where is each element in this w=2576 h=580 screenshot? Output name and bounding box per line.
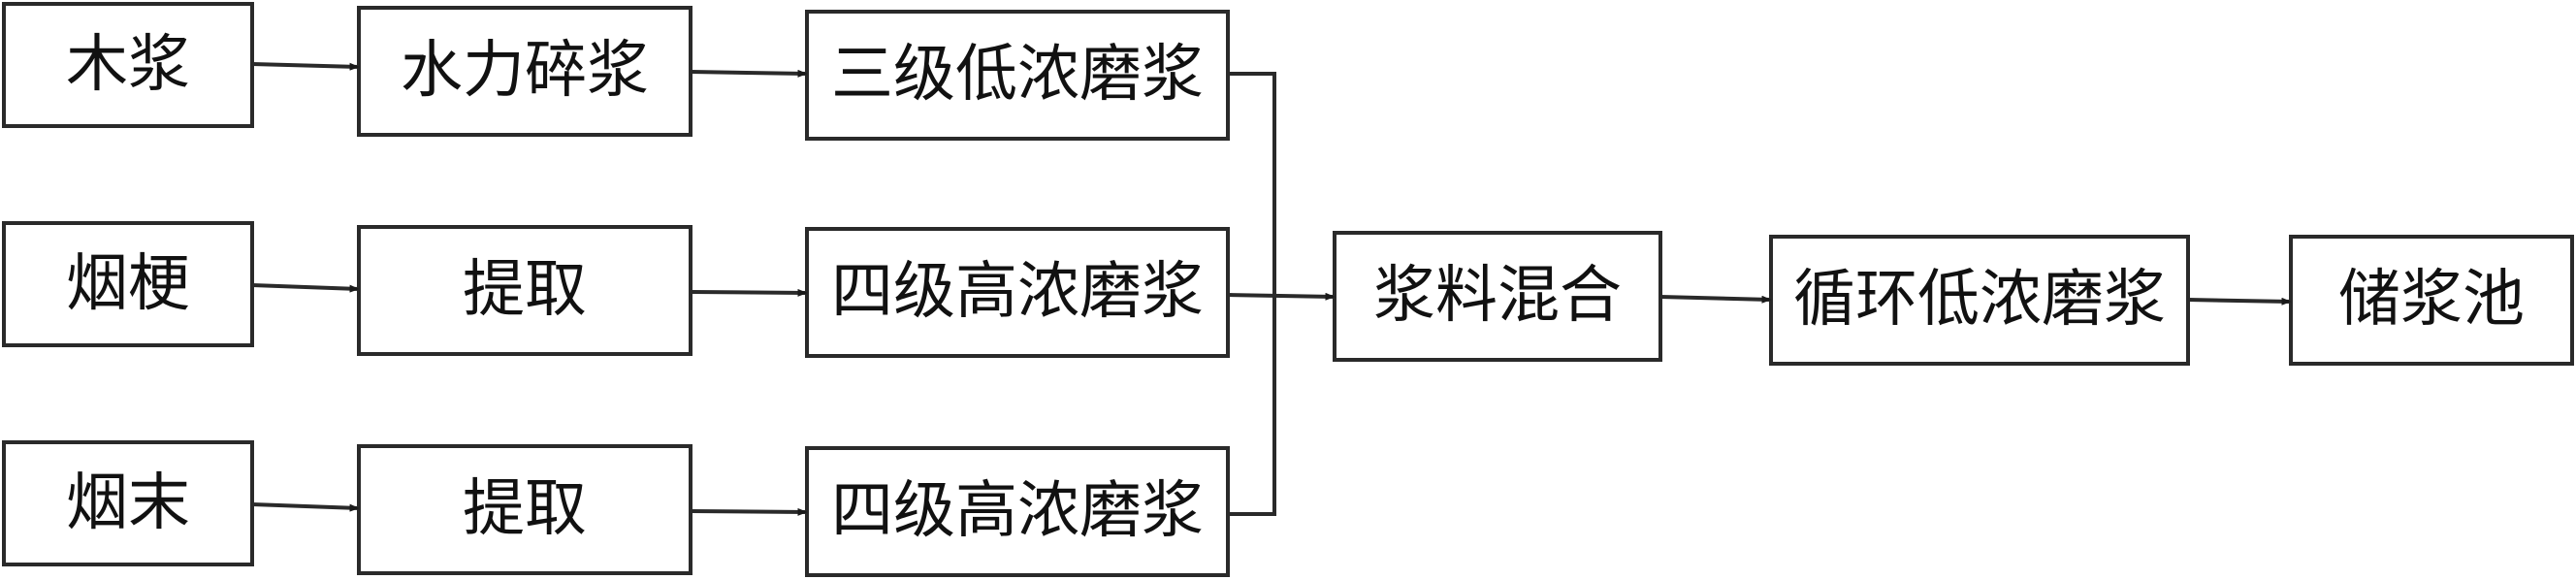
arrow-tobacco-stem-to-extraction — [251, 283, 360, 293]
svg-text:烟末: 烟末 — [66, 467, 190, 539]
svg-text:水力碎浆: 水力碎浆 — [401, 35, 649, 107]
merge-connector-top — [1228, 72, 1276, 297]
node-tobacco-stem: 烟梗 — [2, 221, 254, 347]
svg-text:循环低浓磨浆: 循环低浓磨浆 — [1793, 264, 2166, 336]
arrow-merge-to-pulp-mixing — [1227, 292, 1336, 301]
arrow-extraction-to-four-stage-2 — [690, 507, 808, 516]
arrow-circulating-to-storage — [2187, 297, 2292, 306]
svg-text:四级高浓磨浆: 四级高浓磨浆 — [831, 256, 1204, 328]
node-four-stage-high-consistency-refining-2: 四级高浓磨浆 — [805, 446, 1230, 577]
arrow-wood-pulp-to-hydraulic-pulping — [251, 62, 360, 71]
node-wood-pulp: 木浆 — [2, 2, 254, 128]
svg-text:木浆: 木浆 — [66, 29, 190, 101]
node-pulp-storage-tank: 储浆池 — [2289, 235, 2574, 366]
svg-text:烟梗: 烟梗 — [66, 248, 190, 320]
node-extraction-2: 提取 — [357, 444, 692, 575]
node-hydraulic-pulping: 水力碎浆 — [357, 6, 692, 137]
node-tobacco-dust: 烟末 — [2, 440, 254, 566]
arrow-hydraulic-pulping-to-three-stage — [690, 69, 808, 78]
svg-text:三级低浓磨浆: 三级低浓磨浆 — [831, 39, 1204, 111]
arrow-extraction-to-four-stage-1 — [690, 288, 808, 297]
node-three-stage-low-consistency-refining: 三级低浓磨浆 — [805, 10, 1230, 141]
node-four-stage-high-consistency-refining-1: 四级高浓磨浆 — [805, 227, 1230, 358]
arrow-mixing-to-circulating — [1659, 295, 1772, 304]
node-extraction-1: 提取 — [357, 225, 692, 356]
svg-text:储浆池: 储浆池 — [2338, 264, 2525, 336]
node-pulp-mixing: 浆料混合 — [1333, 231, 1662, 362]
svg-text:浆料混合: 浆料混合 — [1373, 260, 1622, 332]
svg-text:提取: 提取 — [463, 254, 587, 326]
svg-text:四级高浓磨浆: 四级高浓磨浆 — [831, 475, 1204, 547]
arrow-tobacco-dust-to-extraction — [251, 502, 360, 512]
node-circulating-low-consistency-refining: 循环低浓磨浆 — [1769, 235, 2190, 366]
merge-connector-bottom — [1228, 297, 1276, 516]
svg-text:提取: 提取 — [463, 473, 587, 545]
